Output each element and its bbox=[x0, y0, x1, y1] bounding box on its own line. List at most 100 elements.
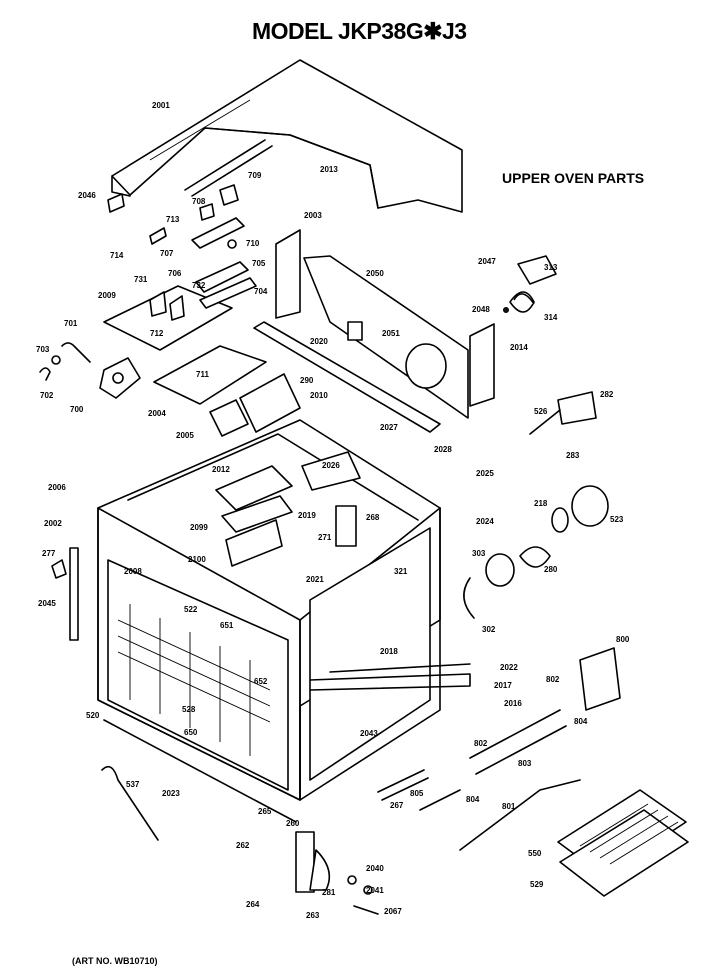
part-label: 2009 bbox=[98, 291, 116, 300]
part-label: 650 bbox=[184, 728, 198, 737]
part-label: 700 bbox=[70, 405, 84, 414]
part-label: 2048 bbox=[472, 305, 490, 314]
part-label: 2002 bbox=[44, 519, 62, 528]
part-label: 267 bbox=[390, 801, 404, 810]
part-label: 2100 bbox=[188, 555, 206, 564]
part-label: 282 bbox=[600, 390, 614, 399]
part-label: 2067 bbox=[384, 907, 402, 916]
part-label: 711 bbox=[196, 370, 209, 379]
vent-duct-parts bbox=[215, 451, 361, 567]
part-label: 271 bbox=[318, 533, 332, 542]
part-label: 263 bbox=[306, 911, 320, 920]
part-label: 705 bbox=[252, 259, 266, 268]
part-label: 2006 bbox=[48, 483, 66, 492]
part-label: 268 bbox=[366, 513, 380, 522]
part-label: 712 bbox=[150, 329, 164, 338]
part-label: 2024 bbox=[476, 517, 494, 526]
part-label: 2005 bbox=[176, 431, 194, 440]
part-label: 708 bbox=[192, 197, 206, 206]
part-label: 704 bbox=[254, 287, 268, 296]
lower-right-controls bbox=[419, 647, 621, 851]
section-subtitle: UPPER OVEN PARTS bbox=[502, 170, 645, 186]
part-label: 260 bbox=[286, 819, 300, 828]
part-label: 2027 bbox=[380, 423, 398, 432]
part-label: 2003 bbox=[304, 211, 322, 220]
part-label: 2001 bbox=[152, 101, 170, 110]
part-label: 803 bbox=[518, 759, 532, 768]
part-label: 2017 bbox=[494, 681, 512, 690]
part-label: 550 bbox=[528, 849, 542, 858]
rail-2020 bbox=[253, 321, 441, 433]
left-strip bbox=[51, 547, 79, 641]
part-label: 2043 bbox=[360, 729, 378, 738]
part-label: 713 bbox=[166, 215, 180, 224]
part-label: 314 bbox=[544, 313, 558, 322]
part-label: 262 bbox=[236, 841, 250, 850]
part-label: 2050 bbox=[366, 269, 384, 278]
part-label: 529 bbox=[530, 880, 544, 889]
part-label: 709 bbox=[248, 171, 262, 180]
part-label: 651 bbox=[220, 621, 234, 630]
part-label: 2047 bbox=[478, 257, 496, 266]
part-label: 706 bbox=[168, 269, 182, 278]
upper-left-brackets bbox=[107, 184, 245, 249]
broiler-pan bbox=[557, 789, 689, 897]
part-label: 313 bbox=[544, 263, 558, 272]
part-label: 2010 bbox=[310, 391, 328, 400]
part-label: 2026 bbox=[322, 461, 340, 470]
part-label: 526 bbox=[534, 407, 548, 416]
art-number: (ART NO. WB10710) bbox=[72, 956, 158, 966]
part-label: 265 bbox=[258, 807, 272, 816]
part-label: 528 bbox=[182, 705, 196, 714]
part-label: 2040 bbox=[366, 864, 384, 873]
part-label: 218 bbox=[534, 499, 548, 508]
part-label: 804 bbox=[466, 795, 480, 804]
right-upper-fan bbox=[503, 255, 557, 313]
part-label: 290 bbox=[300, 376, 314, 385]
part-label: 537 bbox=[126, 780, 140, 789]
part-label: 703 bbox=[36, 345, 50, 354]
part-label: 2099 bbox=[190, 523, 208, 532]
part-label: 2025 bbox=[476, 469, 494, 478]
part-label: 731 bbox=[134, 275, 148, 284]
part-label: 2008 bbox=[124, 567, 142, 576]
part-label: 522 bbox=[184, 605, 198, 614]
part-label: 732 bbox=[192, 281, 206, 290]
part-label: 2004 bbox=[148, 409, 166, 418]
part-label: 701 bbox=[64, 319, 78, 328]
part-label: 2041 bbox=[366, 886, 384, 895]
part-label: 303 bbox=[472, 549, 486, 558]
part-label: 283 bbox=[566, 451, 580, 460]
part-label: 2020 bbox=[310, 337, 328, 346]
left-small-parts bbox=[39, 342, 141, 399]
part-label: 2021 bbox=[306, 575, 324, 584]
part-label: 520 bbox=[86, 711, 100, 720]
part-label: 2013 bbox=[320, 165, 338, 174]
part-label: 280 bbox=[544, 565, 558, 574]
part-label: 277 bbox=[42, 549, 56, 558]
right-side-parts bbox=[463, 391, 609, 619]
part-label: 707 bbox=[160, 249, 174, 258]
part-label: 702 bbox=[40, 391, 54, 400]
top-cover-panel bbox=[111, 59, 463, 213]
part-label: 321 bbox=[394, 567, 408, 576]
part-label: 264 bbox=[246, 900, 260, 909]
part-label: 802 bbox=[546, 675, 560, 684]
part-label: 2018 bbox=[380, 647, 398, 656]
page-title: MODEL JKP38G✱J3 bbox=[252, 18, 467, 44]
part-label: 2019 bbox=[298, 511, 316, 520]
left-shelf-assembly bbox=[103, 261, 257, 351]
part-label: 281 bbox=[322, 888, 336, 897]
rear-panel bbox=[275, 229, 495, 419]
part-label: 2022 bbox=[500, 663, 518, 672]
part-label: 302 bbox=[482, 625, 496, 634]
part-label: 800 bbox=[616, 635, 630, 644]
oven-floor-plates bbox=[153, 345, 301, 437]
part-label: 805 bbox=[410, 789, 424, 798]
part-label: 2012 bbox=[212, 465, 230, 474]
part-label: 2016 bbox=[504, 699, 522, 708]
part-label: 801 bbox=[502, 802, 516, 811]
